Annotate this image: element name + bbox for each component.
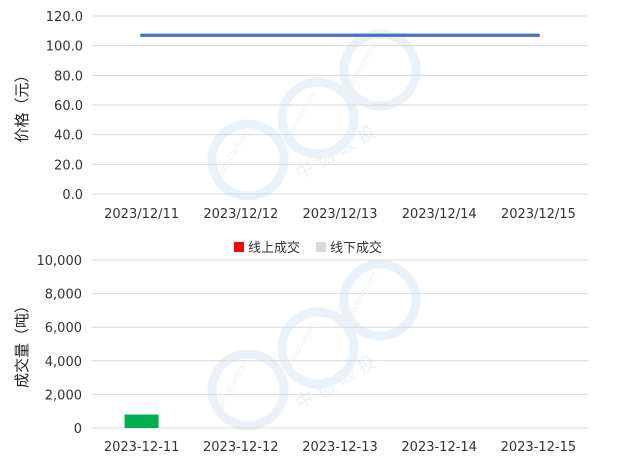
volume-chart-x-tick-labels: 2023-12-11 2023-12-12 2023-12-13 2023-12-14… [104, 440, 576, 455]
legend-swatch [234, 242, 244, 252]
volume-chart-gridlines [92, 259, 588, 429]
volume-chart-legend: 线上成交 线下成交 [234, 240, 382, 256]
volume-bar-chart: 线上成交 线下成交 0 2,000 4,000 6,000 8,000 10,000 202… [13, 240, 588, 455]
price-x-tick-label: 2023/12/15 [501, 207, 576, 222]
legend-swatch [316, 242, 326, 252]
online-volume-bar [124, 414, 159, 428]
price-x-tick-label: 2023/12/12 [203, 207, 278, 222]
price-y-tick-label: 60.0 [54, 99, 83, 114]
price-chart-x-tick-labels: 2023/12/11 2023/12/12 2023/12/13 2023/12/14… [104, 207, 576, 222]
price-y-tick-label: 0.0 [62, 188, 83, 203]
watermark-logo: 中 创 碳 投 SinoCarbon Innovation Investment [207, 29, 421, 201]
volume-y-tick-label: 4,000 [45, 355, 82, 370]
legend-label: 线上成交 [248, 240, 300, 256]
price-y-tick-label: 120.0 [46, 10, 83, 25]
volume-x-tick-label: 2023-12-11 [104, 440, 180, 455]
volume-chart-y-tick-labels: 0 2,000 4,000 6,000 8,000 10,000 [37, 254, 83, 437]
volume-x-tick-label: 2023-12-12 [203, 440, 279, 455]
price-y-tick-label: 20.0 [54, 158, 83, 173]
volume-chart-y-axis-label: 成交量（吨） [13, 298, 31, 388]
price-chart-gridlines [92, 15, 588, 195]
price-chart-y-tick-labels: 0.0 20.0 40.0 60.0 80.0 100.0 120.0 [46, 10, 83, 203]
legend-label: 线下成交 [330, 240, 382, 256]
volume-x-tick-label: 2023-12-14 [401, 440, 477, 455]
volume-x-tick-label: 2023-12-13 [302, 440, 378, 455]
volume-y-tick-label: 2,000 [45, 388, 82, 403]
volume-y-tick-label: 0 [74, 422, 82, 437]
volume-y-tick-label: 8,000 [45, 288, 82, 303]
price-chart-y-axis-label: 价格（元） [13, 67, 31, 142]
watermark-logo: 中 创 碳 投 SinoCarbon Innovation Investment [207, 259, 421, 431]
price-x-tick-label: 2023/12/13 [303, 207, 378, 222]
price-y-tick-label: 100.0 [46, 40, 83, 55]
volume-chart-bars [124, 414, 159, 428]
price-x-tick-label: 2023/12/14 [402, 207, 477, 222]
price-line-chart: 0.0 20.0 40.0 60.0 80.0 100.0 120.0 2023/12/11… [13, 10, 588, 222]
volume-y-tick-label: 6,000 [45, 321, 82, 336]
price-y-tick-label: 80.0 [54, 69, 83, 84]
volume-y-tick-label: 10,000 [37, 254, 83, 269]
price-x-tick-label: 2023/12/11 [104, 207, 179, 222]
volume-x-tick-label: 2023-12-15 [501, 440, 577, 455]
price-y-tick-label: 40.0 [54, 129, 83, 144]
